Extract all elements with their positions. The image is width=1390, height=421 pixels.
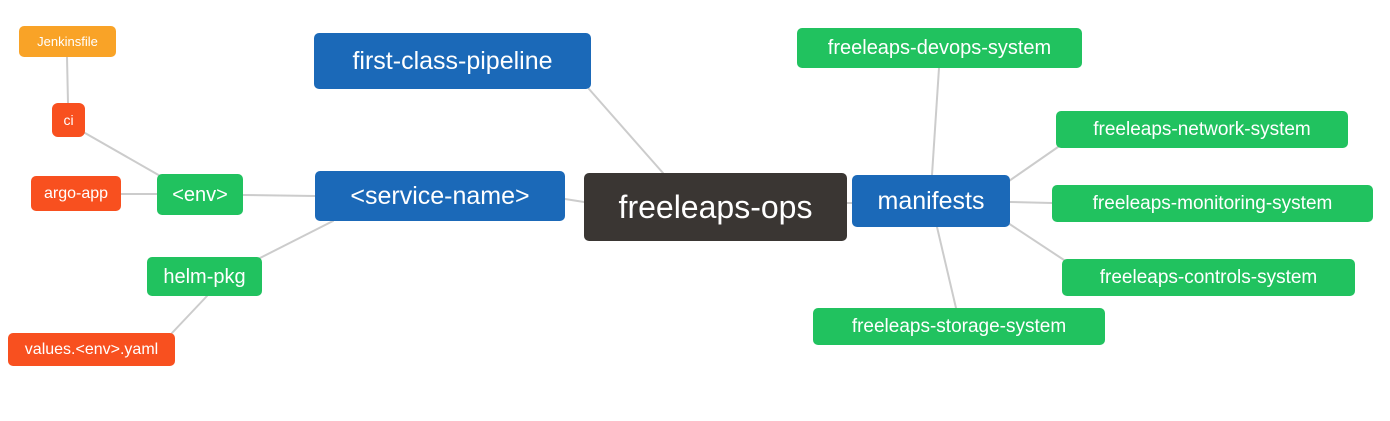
node-env[interactable]: <env>: [157, 174, 243, 215]
edge-manifests-network: [1008, 146, 1059, 182]
edge-manifests-devops: [931, 67, 940, 176]
edge-values-helm-pkg: [171, 295, 208, 334]
node-freeleaps-devops-system[interactable]: freeleaps-devops-system: [797, 28, 1082, 68]
edge-manifests-monitoring: [1009, 201, 1053, 204]
node-ci[interactable]: ci: [52, 103, 85, 137]
node-helm-pkg[interactable]: helm-pkg: [147, 257, 262, 296]
node-freeleaps-controls-system[interactable]: freeleaps-controls-system: [1062, 259, 1355, 296]
node-freeleaps-storage-system[interactable]: freeleaps-storage-system: [813, 308, 1105, 345]
node-jenkinsfile[interactable]: Jenkinsfile: [19, 26, 116, 57]
node-freeleaps-ops-root[interactable]: freeleaps-ops: [584, 173, 847, 241]
node-values-env-yaml[interactable]: values.<env>.yaml: [8, 333, 175, 366]
node-argo-app[interactable]: argo-app: [31, 176, 121, 211]
node-freeleaps-network-system[interactable]: freeleaps-network-system: [1056, 111, 1348, 148]
node-service-name[interactable]: <service-name>: [315, 171, 565, 221]
node-freeleaps-monitoring-system[interactable]: freeleaps-monitoring-system: [1052, 185, 1373, 222]
edge-ci-env: [84, 132, 163, 178]
edge-helm-pkg-service-name: [259, 220, 334, 259]
edge-manifests-controls: [1007, 222, 1065, 261]
edge-manifests-storage: [936, 226, 957, 309]
edge-pipeline-ops: [588, 88, 664, 174]
edge-jenkinsfile-ci: [66, 56, 69, 104]
node-first-class-pipeline[interactable]: first-class-pipeline: [314, 33, 591, 89]
edge-env-service-name: [242, 194, 316, 197]
node-manifests[interactable]: manifests: [852, 175, 1010, 227]
edge-service-name-ops: [564, 198, 585, 203]
